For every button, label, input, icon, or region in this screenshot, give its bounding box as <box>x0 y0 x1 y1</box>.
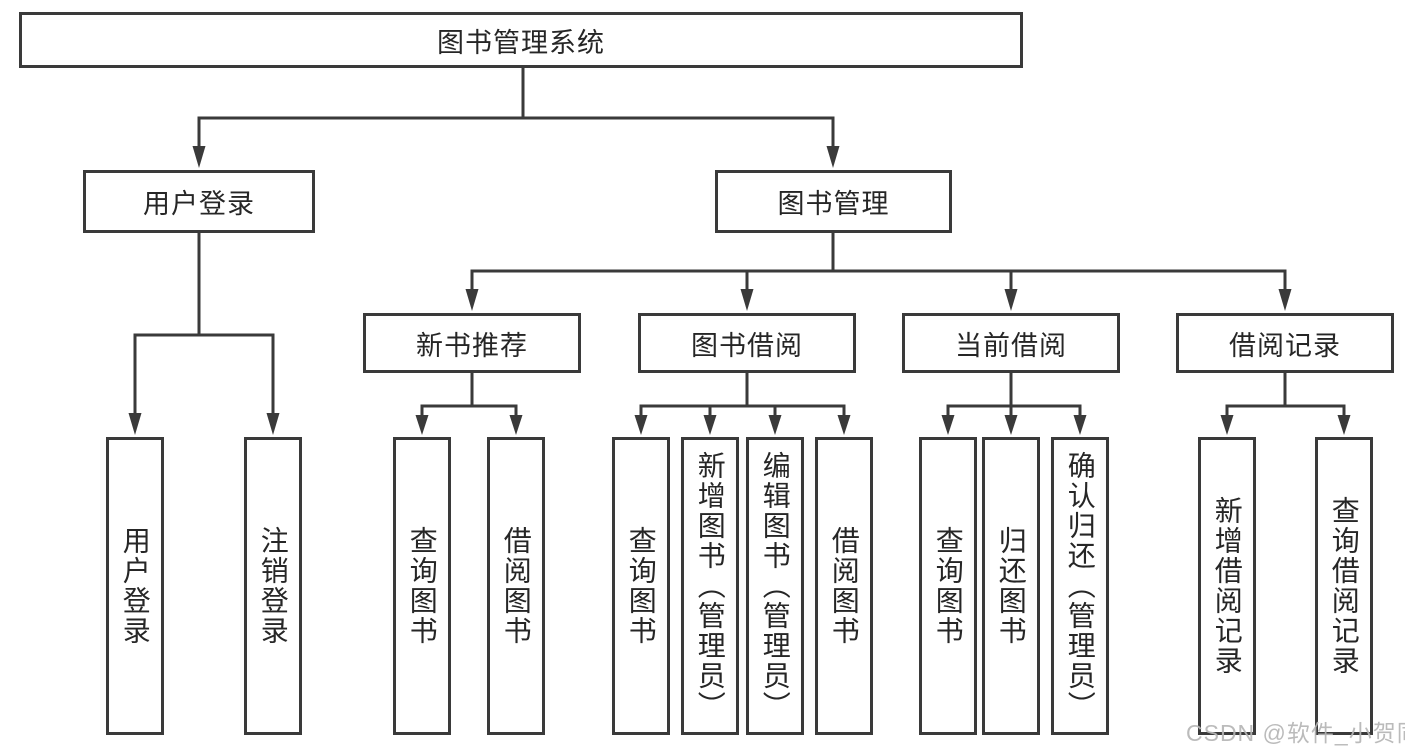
connector-new-book-recommendation-to-leaves <box>415 373 523 435</box>
node-book-management: 图书管理 <box>715 170 952 233</box>
node-user-login: 用户登录 <box>83 170 315 233</box>
leaf-borrow-books-recommend: 借阅图书 <box>487 437 545 735</box>
node-book-borrowing: 图书借阅 <box>638 313 856 373</box>
watermark-text: CSDN @软件_小贺同学 <box>1186 720 1405 746</box>
leaf-logout: 注销登录 <box>244 437 302 735</box>
leaf-confirm-return-admin: 确认归还（管理员） <box>1051 437 1109 735</box>
leaf-query-books-current: 查询图书 <box>919 437 977 735</box>
node-current-borrowing: 当前借阅 <box>902 313 1120 373</box>
node-borrowing-records: 借阅记录 <box>1176 313 1394 373</box>
connector-current-borrowing-to-leaves <box>941 373 1087 435</box>
connector-book-borrowing-to-leaves <box>634 373 851 435</box>
leaf-add-borrow-record: 新增借阅记录 <box>1198 437 1256 735</box>
leaf-borrow-books-borrowing: 借阅图书 <box>815 437 873 735</box>
leaf-query-borrow-record: 查询借阅记录 <box>1315 437 1373 735</box>
connector-borrowing-records-to-leaves <box>1220 373 1351 435</box>
leaf-edit-book-admin: 编辑图书（管理员） <box>746 437 804 735</box>
node-new-book-recommendation: 新书推荐 <box>363 313 581 373</box>
connector-book-management-to-level3 <box>465 233 1292 311</box>
leaf-query-books-borrowing: 查询图书 <box>612 437 670 735</box>
leaf-return-books: 归还图书 <box>982 437 1040 735</box>
leaf-add-book-admin: 新增图书（管理员） <box>681 437 739 735</box>
node-library-system: 图书管理系统 <box>19 12 1023 68</box>
leaf-query-books-recommend: 查询图书 <box>393 437 451 735</box>
leaf-user-login: 用户登录 <box>106 437 164 735</box>
connector-root-to-level2 <box>192 68 840 168</box>
connector-user-login-to-leaves <box>128 233 280 435</box>
